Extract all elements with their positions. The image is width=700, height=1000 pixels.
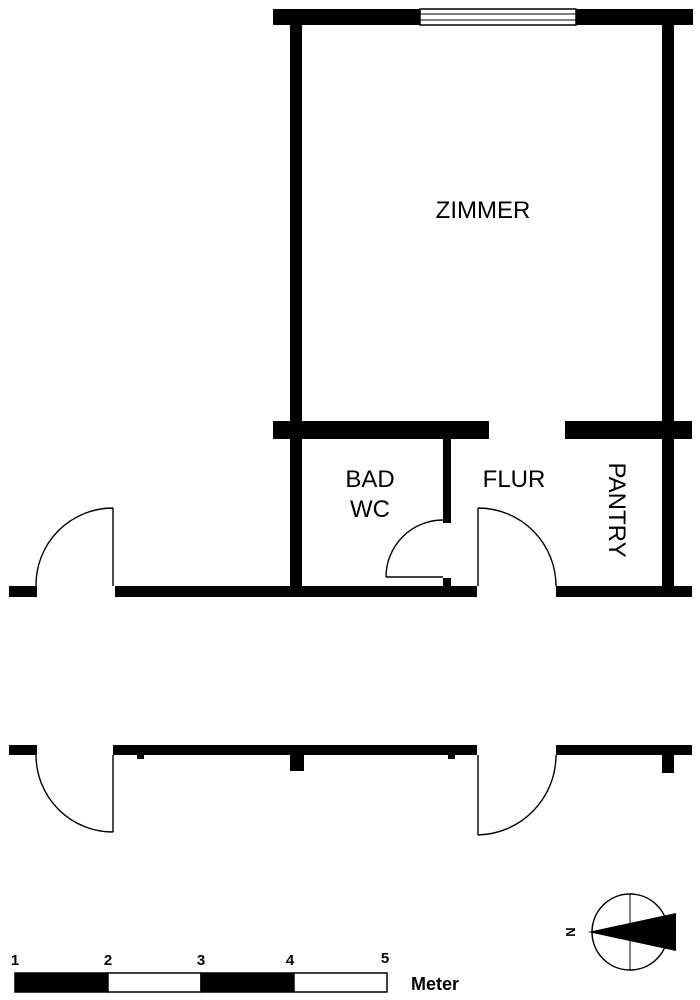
corridor-upper-wall-3 [556, 586, 692, 597]
room-label-flur: FLUR [483, 466, 546, 493]
top-wall-right [576, 9, 693, 25]
door-lower-left [35, 754, 114, 833]
corridor-upper-wall-1 [9, 586, 37, 597]
scale-tick-4: 4 [286, 952, 295, 969]
walls [9, 8, 693, 773]
wall-stub-3 [448, 755, 455, 759]
door-flur [477, 507, 557, 587]
compass: N [563, 893, 676, 971]
bad-partition-wall [443, 421, 451, 523]
wall-stub-2 [290, 755, 304, 771]
zimmer-left-wall [290, 9, 302, 591]
room-labels: ZIMMER BAD WC FLUR PANTRY [345, 197, 630, 558]
wall-stub-1 [137, 755, 144, 759]
compass-north-label: N [563, 927, 578, 936]
compass-needle-icon [588, 913, 676, 951]
door-upper-left [35, 507, 114, 587]
doors [35, 507, 557, 836]
room-label-pantry: PANTRY [603, 462, 630, 557]
scale-bar: 1 2 3 4 5 Meter [11, 950, 459, 994]
middle-wall-left [273, 421, 489, 439]
top-wall-left [273, 9, 420, 25]
middle-wall-right [565, 421, 692, 439]
scale-segment-2 [107, 972, 202, 993]
room-label-wc: WC [350, 496, 390, 523]
room-label-zimmer: ZIMMER [436, 197, 531, 224]
pantry-partition-wall [662, 421, 674, 591]
scale-tick-5: 5 [381, 950, 389, 967]
scale-segment-1 [14, 972, 109, 993]
corridor-lower-wall-2 [113, 745, 477, 755]
door-lower-right [477, 754, 557, 836]
corridor-lower-wall-1 [9, 745, 37, 755]
scale-segment-3 [200, 972, 295, 993]
door-bad [385, 519, 444, 578]
scale-tick-1: 1 [11, 952, 19, 969]
scale-unit-label: Meter [411, 974, 459, 994]
corridor-lower-wall-3 [556, 745, 692, 755]
wall-stub-4 [662, 755, 674, 773]
scale-tick-3: 3 [197, 952, 205, 969]
scale-segment-4 [293, 972, 388, 993]
bad-partition-stub [443, 578, 451, 590]
room-label-bad: BAD [345, 466, 394, 493]
window [419, 8, 577, 26]
scale-tick-2: 2 [104, 952, 112, 969]
corridor-upper-wall-2 [115, 586, 477, 597]
